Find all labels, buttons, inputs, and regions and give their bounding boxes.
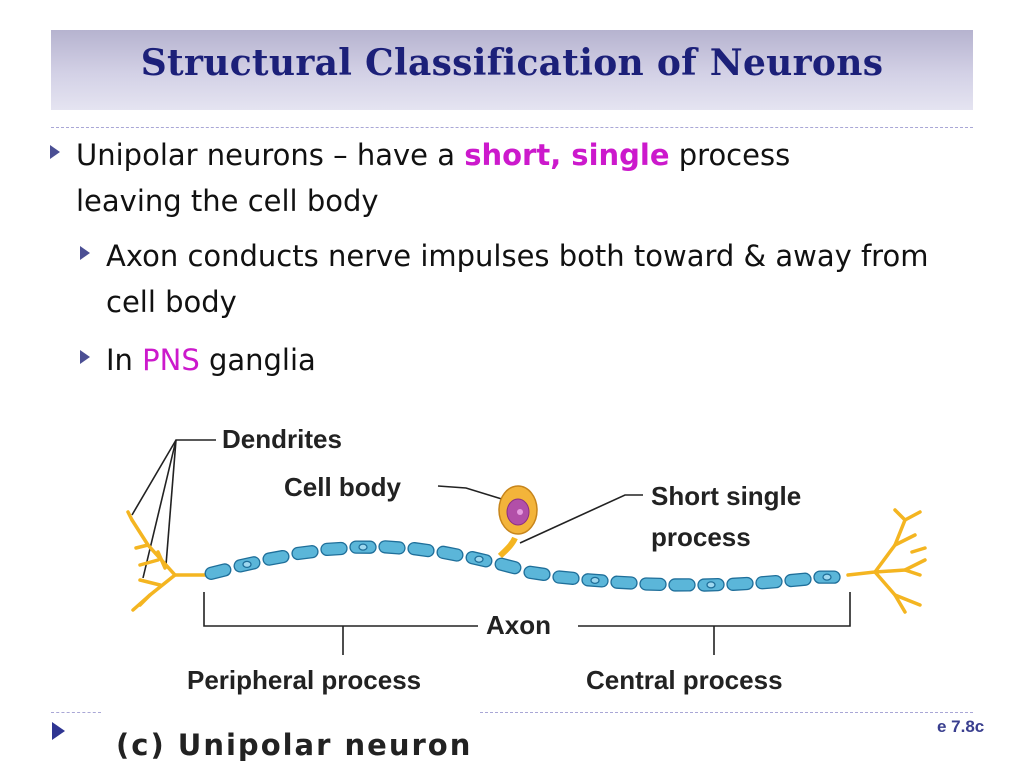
label-cell-body: Cell body <box>284 472 402 502</box>
left-dendrites <box>126 510 207 612</box>
bullet-pns: In PNS ganglia <box>106 337 316 383</box>
right-dendrites <box>846 508 927 614</box>
axon-segment <box>291 545 319 561</box>
label-axon: Axon <box>486 610 551 640</box>
bullet-text: Unipolar neurons – have a <box>76 138 465 172</box>
cell-body <box>498 485 538 535</box>
bullet-arrow-icon <box>50 145 60 159</box>
slide-title: Structural Classification of Neurons <box>140 42 884 84</box>
diagram-caption: (c) Unipolar neuron <box>116 728 473 762</box>
axon-segment <box>639 577 667 591</box>
highlight-text: PNS <box>142 343 200 377</box>
next-slide-arrow-icon[interactable] <box>52 722 65 740</box>
title-bar: Structural Classification of Neurons <box>51 30 973 110</box>
axon-segment <box>378 540 406 555</box>
bullet-arrow-icon <box>80 350 90 364</box>
schwann-nucleus <box>822 573 832 581</box>
bullet-text: In <box>106 343 143 377</box>
footer-divider-right <box>480 712 973 713</box>
axon-segment <box>610 575 638 590</box>
bullet-text: process leaving the cell body <box>76 138 791 218</box>
axon-segment <box>726 576 754 591</box>
axon-segment <box>523 565 551 582</box>
axon-segment <box>552 570 580 585</box>
axon-segment <box>436 545 464 562</box>
label-short-single-process-2: process <box>651 522 751 552</box>
schwann-nucleus <box>590 576 600 585</box>
axon-segment <box>407 541 435 558</box>
axon-segment <box>204 563 232 580</box>
axon-segment <box>262 549 290 566</box>
bullet-unipolar: Unipolar neurons – have a short, single … <box>76 132 896 224</box>
label-dendrites: Dendrites <box>222 424 342 454</box>
label-central-process: Central process <box>586 665 783 695</box>
schwann-nucleus <box>706 581 716 589</box>
footer-divider-left <box>51 712 101 713</box>
axon-segment <box>320 541 348 557</box>
bullet-text: ganglia <box>199 343 316 377</box>
schwann-nucleus <box>358 543 368 551</box>
axon-segment <box>784 572 812 588</box>
bullet-axon: Axon conducts nerve impulses both toward… <box>106 239 929 319</box>
axon <box>204 540 841 592</box>
unipolar-neuron-diagram: Dendrites Cell body Short single process… <box>126 424 927 695</box>
schwann-nucleus <box>474 555 484 563</box>
axon-segment <box>494 557 522 575</box>
axon-segment <box>668 578 696 592</box>
label-peripheral-process: Peripheral process <box>187 665 421 695</box>
axon-segment <box>755 574 783 590</box>
schwann-nucleus <box>242 560 252 569</box>
short-single-process <box>497 536 518 559</box>
title-divider <box>51 127 973 128</box>
figure-reference: e 7.8c <box>937 717 985 736</box>
label-short-single-process: Short single <box>651 481 801 511</box>
bullet-arrow-icon <box>80 246 90 260</box>
highlight-text: short, single <box>464 138 670 172</box>
